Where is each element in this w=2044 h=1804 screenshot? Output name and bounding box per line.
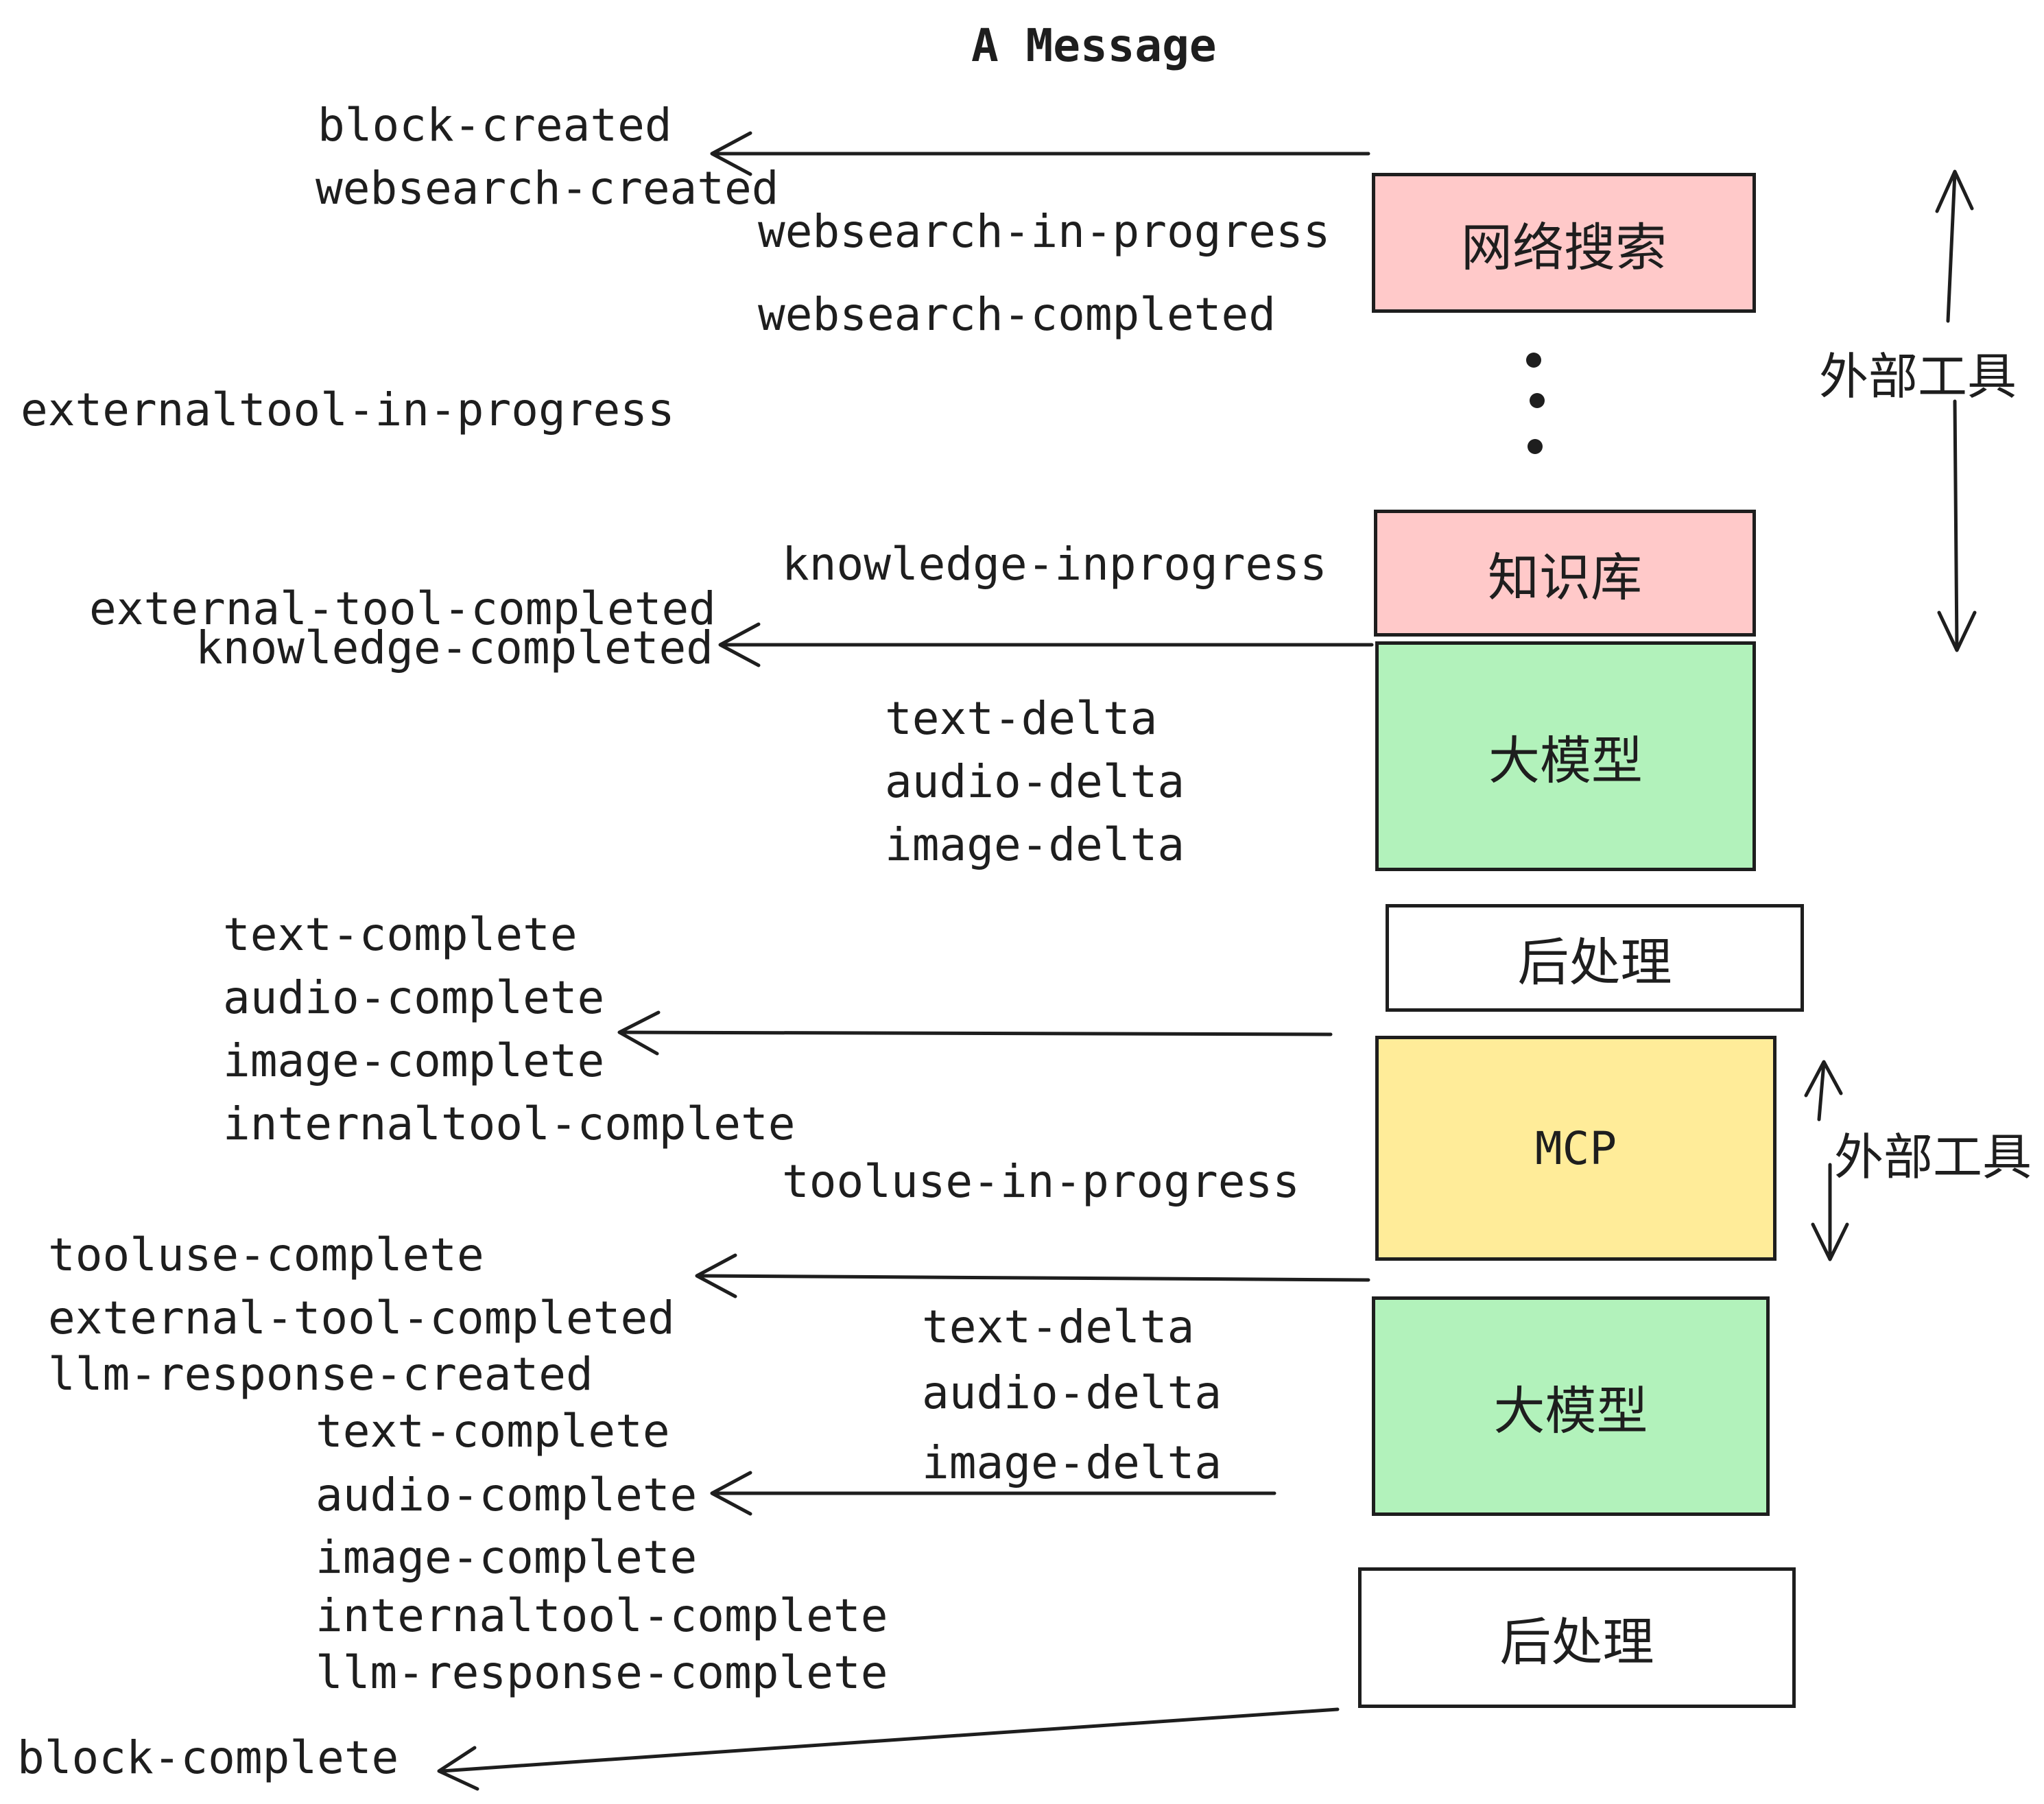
event-label-externaltool-in-progress: externaltool-in-progress (21, 383, 675, 436)
external-tools-top-up-arrow (1935, 169, 1974, 323)
arrow-llm2-to-complete (710, 1471, 1276, 1516)
event-label-image-delta: image-delta (885, 818, 1185, 871)
event-label-tooluse-in-progress: tooluse-in-progress (782, 1155, 1300, 1208)
event-label-audio-delta: audio-delta (885, 755, 1185, 808)
event-label-audio-complete-2: audio-complete (316, 1469, 698, 1521)
event-label-websearch-created: websearch-created (316, 162, 779, 215)
arrow-knowledge-to-completed (718, 622, 1374, 667)
node-knowledge-base: 知识库 (1374, 510, 1756, 637)
event-label-knowledge-inprogress: knowledge-inprogress (782, 538, 1327, 591)
event-label-text-complete-2: text-complete (316, 1405, 670, 1458)
vertical-ellipsis-icon (1526, 353, 1545, 454)
arrow-post2-to-block-complete (437, 1707, 1340, 1791)
event-label-llm-response-complete: llm-response-complete (316, 1646, 888, 1699)
event-label-image-delta-2: image-delta (922, 1436, 1222, 1489)
node-llm-1: 大模型 (1375, 641, 1756, 871)
event-label-image-complete: image-complete (223, 1034, 605, 1087)
event-label-external-tool-completed: external-tool-completed (89, 582, 716, 635)
external-tools-label-mid: 外部工具 (1834, 1128, 2032, 1186)
node-websearch: 网络搜索 (1372, 173, 1756, 313)
event-label-knowledge-completed: knowledge-completed (195, 621, 713, 674)
event-label-image-complete-2: image-complete (316, 1531, 698, 1584)
external-tools-label-top: 外部工具 (1819, 348, 2017, 405)
event-label-internaltool-complete-2: internaltool-complete (316, 1589, 888, 1642)
node-mcp: MCP (1375, 1036, 1776, 1261)
event-label-websearch-in-progress: websearch-in-progress (758, 205, 1331, 258)
event-label-text-delta-2: text-delta (922, 1301, 1195, 1353)
arrow-websearch-to-created (710, 131, 1370, 176)
node-postprocess-1: 后处理 (1386, 904, 1804, 1012)
event-label-audio-delta-2: audio-delta (922, 1366, 1222, 1419)
event-label-external-tool-completed-2: external-tool-completed (48, 1292, 675, 1344)
event-label-audio-complete: audio-complete (223, 971, 605, 1024)
diagram-title: A Message (971, 19, 1217, 72)
external-tools-mid-down-arrow (1811, 1163, 1849, 1261)
event-label-block-created: block-created (318, 99, 672, 152)
event-label-internaltool-complete: internaltool-complete (223, 1097, 796, 1150)
arrow-post1-to-complete (617, 1010, 1333, 1056)
external-tools-mid-up-arrow (1804, 1060, 1843, 1121)
event-label-websearch-completed: websearch-completed (758, 288, 1276, 341)
node-postprocess-2: 后处理 (1358, 1567, 1796, 1708)
external-tools-top-down-arrow (1937, 399, 1977, 652)
event-label-tooluse-complete: tooluse-complete (48, 1229, 484, 1281)
event-label-block-complete: block-complete (17, 1731, 399, 1784)
event-label-llm-response-created: llm-response-created (48, 1348, 593, 1401)
arrow-mcp-to-tooluse-complete (695, 1253, 1370, 1298)
event-label-text-complete: text-complete (223, 908, 578, 961)
event-label-text-delta: text-delta (885, 692, 1158, 745)
node-llm-2: 大模型 (1372, 1296, 1770, 1516)
